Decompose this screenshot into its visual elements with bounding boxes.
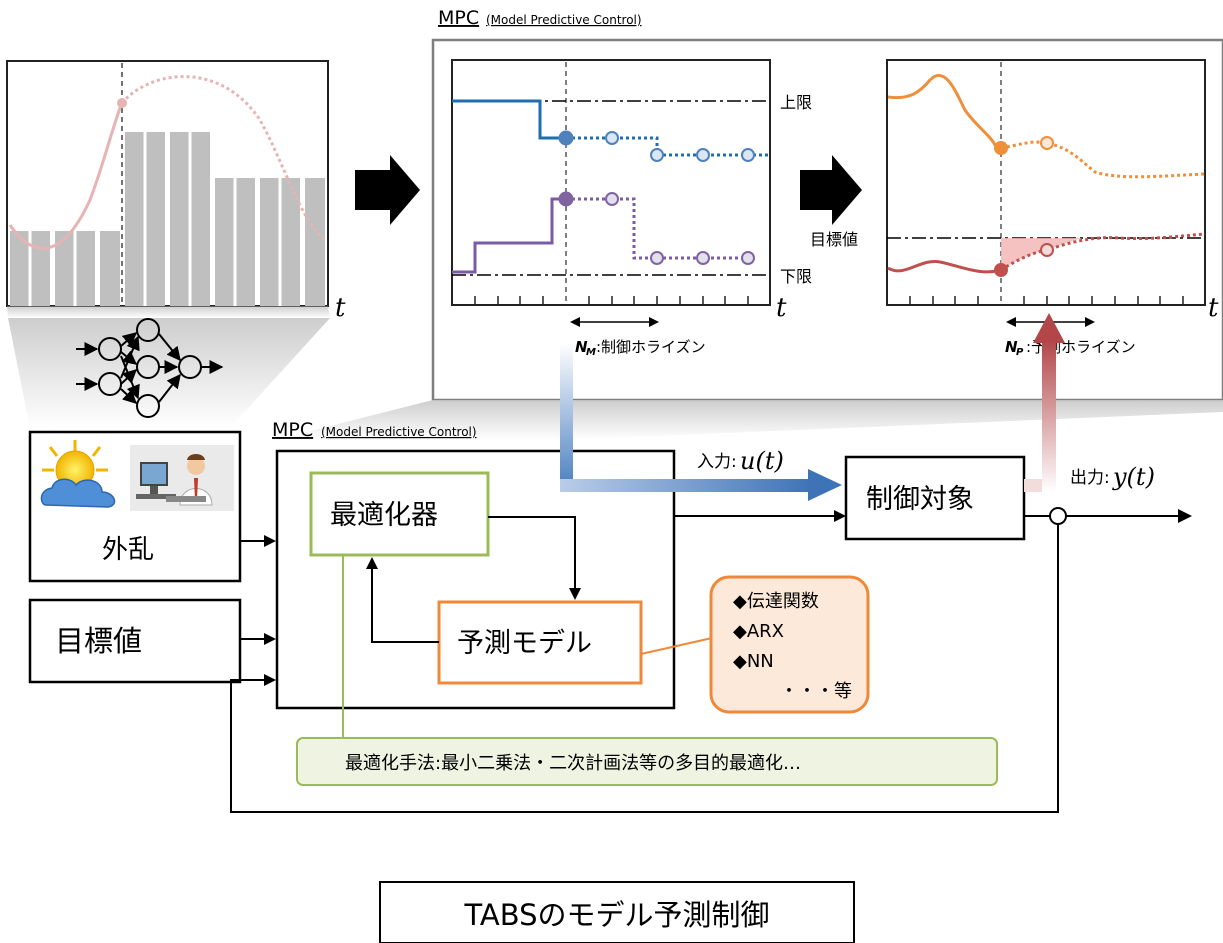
svg-text:M: M [586,347,596,358]
svg-text:y(t): y(t) [1112,463,1155,491]
operator-at-computer-icon [130,445,234,511]
svg-text:MPC: MPC [438,7,479,29]
disturbance-label: 外乱 [102,535,154,565]
lower-limit-label: 下限 [780,267,812,286]
flow-arrow-icon-2 [800,155,862,225]
output-junction [1049,507,1067,525]
model-type-3: ◆NN [733,651,774,672]
svg-text:N: N [1005,338,1018,356]
plant-box [844,455,1026,541]
prediction-model-box [437,600,643,685]
model-type-etc: ・・・等 [780,681,852,702]
input-series-purple-history [452,197,566,274]
svg-text:MPC: MPC [272,419,313,441]
input-label: 入力: u(t) [697,447,784,475]
output-orange-prediction [1000,140,1206,179]
output-label: 出力: y(t) [1070,463,1155,491]
output-red-prediction [1000,232,1206,272]
target-value-label-chart: 目標値 [810,230,858,249]
page-title: TABSのモデル予測制御 [463,898,769,932]
control-horizon-label: N M :制御ホライズン [575,338,706,358]
mpc-header-top: MPC (Model Predictive Control) [438,7,642,29]
forecast-axis-t: t [335,293,346,323]
svg-text::制御ホライズン: :制御ホライズン [596,338,706,356]
svg-text:(Model Predictive Control): (Model Predictive Control) [321,425,477,439]
svg-text:入力:: 入力: [697,452,737,472]
svg-text:出力:: 出力: [1070,468,1110,488]
input-signal-arrow-vertical [560,343,573,488]
output-signal-arrowhead [1033,313,1065,343]
svg-text:N: N [575,338,588,356]
control-input-chart [451,59,771,306]
svg-text:(Model Predictive Control): (Model Predictive Control) [486,13,642,27]
prediction-output-chart [886,59,1206,306]
input-signal-arrow-horizontal [560,479,810,492]
setpoint-label: 目標値 [55,624,142,658]
input-series-blue-history [452,99,566,140]
mpc-header-block: MPC (Model Predictive Control) [272,419,477,441]
title-box [379,881,855,943]
neural-network-icon [76,318,224,418]
input-series-blue-plan [566,136,770,157]
model-type-1: ◆伝達関数 [733,591,819,612]
prediction-chart-axis-t: t [1208,293,1219,323]
optimization-method-text: 最適化手法:最小二乗法・二次計画法等の多目的最適化… [345,753,801,774]
prediction-model-label: 予測モデル [457,628,592,659]
setpoint-box [28,598,242,684]
plant-label: 制御対象 [866,484,974,515]
optimizer-label: 最適化器 [330,500,438,531]
forecast-chart [6,60,329,307]
svg-text:u(t): u(t) [740,447,784,475]
model-type-2: ◆ARX [733,621,784,642]
output-signal-arrow-vertical [1042,340,1056,492]
feedback-path [230,524,1059,813]
output-orange-history [887,73,1002,150]
input-series-purple-plan [566,197,748,260]
error-area [1001,238,1082,270]
model-types-callout [709,575,870,714]
optimization-method-note [296,737,998,786]
upper-limit-label: 上限 [780,93,812,112]
weather-icon [40,440,116,508]
forecast-future-curve [120,75,326,242]
input-signal-arrowhead [808,469,842,501]
svg-text:P: P [1016,347,1024,358]
control-chart-axis-t: t [776,293,787,323]
forecast-history-curve [8,102,124,250]
optimizer-box [309,471,490,557]
flow-arrow-icon [355,155,420,225]
output-red-history [887,259,1002,274]
